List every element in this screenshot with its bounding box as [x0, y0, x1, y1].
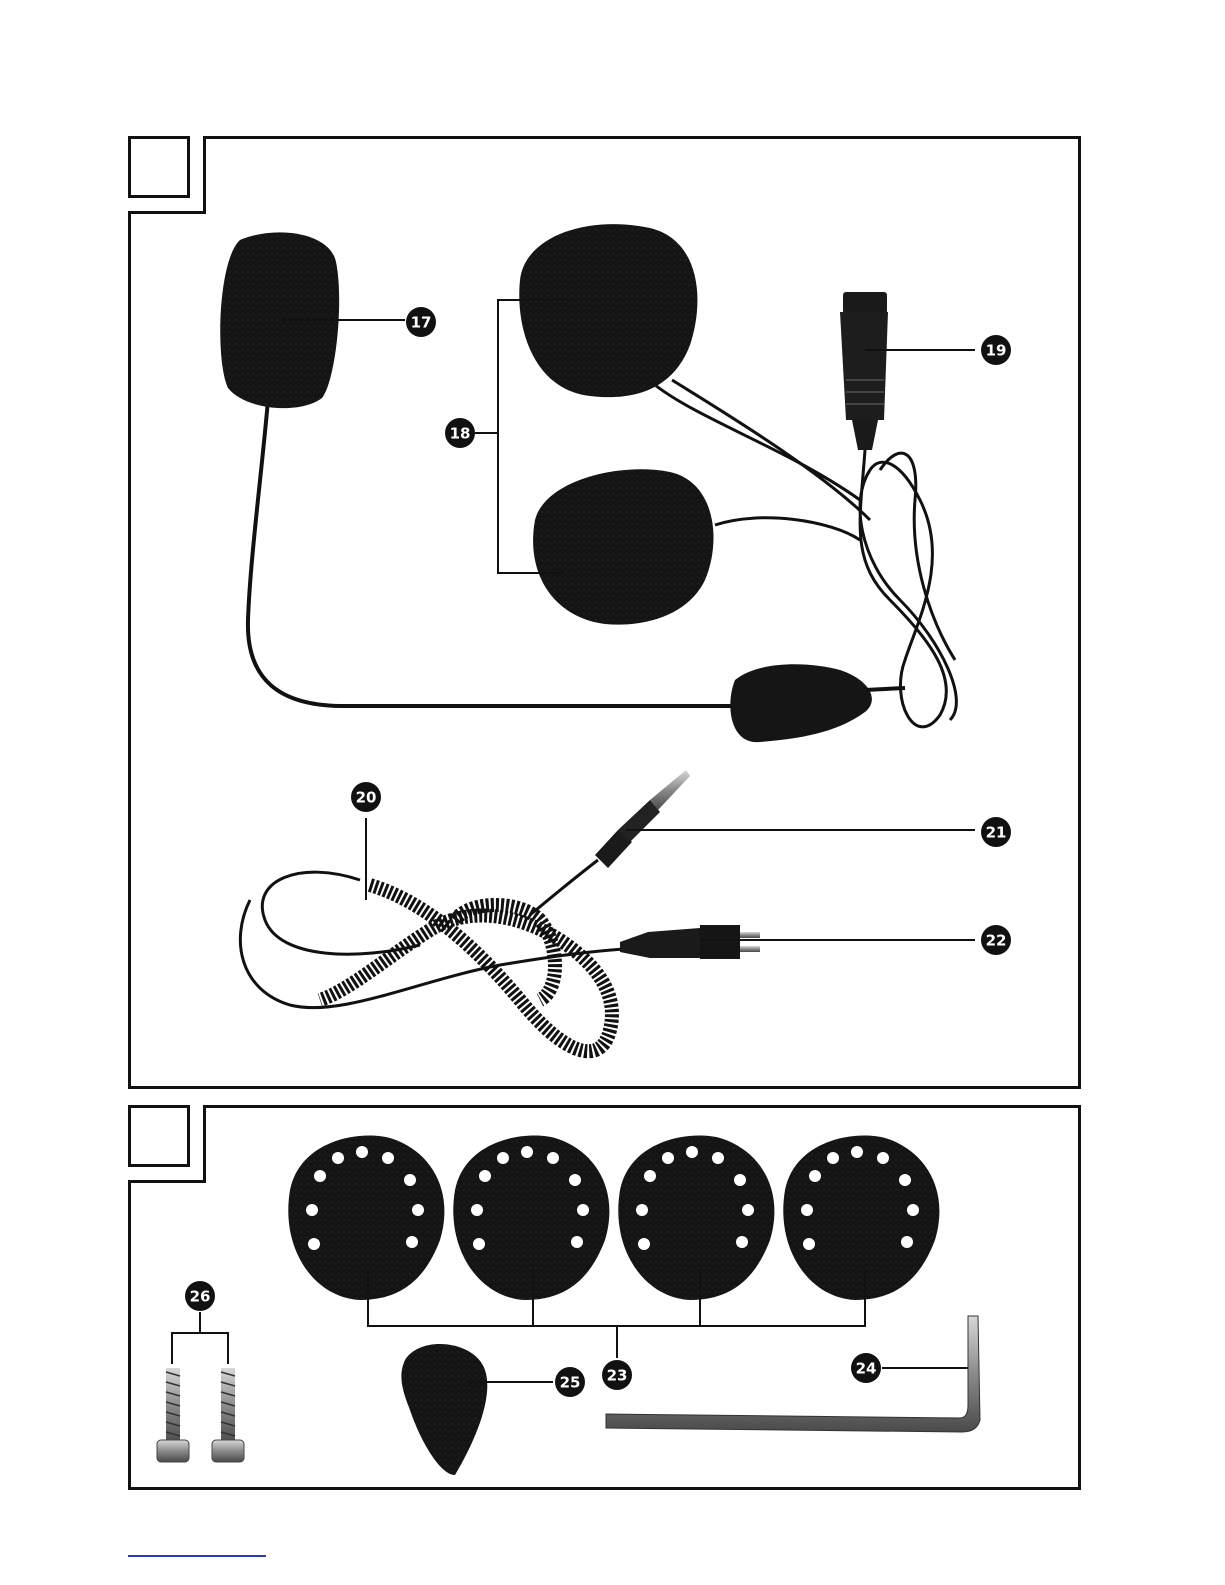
screws-26	[157, 1368, 244, 1462]
pad-hole	[404, 1174, 416, 1186]
pad-hole	[571, 1236, 583, 1248]
pad-hole	[899, 1174, 911, 1186]
pad-hole	[662, 1152, 674, 1164]
pad-hole	[644, 1170, 656, 1182]
pad-hole	[406, 1236, 418, 1248]
pad-hole	[636, 1204, 648, 1216]
pad-hole	[901, 1236, 913, 1248]
jack-plug-21	[595, 770, 690, 868]
callout-23-label: 23	[607, 1367, 628, 1385]
callout-26: 26	[185, 1281, 215, 1311]
callout-25-label: 25	[560, 1374, 581, 1392]
callout-18-label: 18	[450, 425, 471, 443]
screw-left	[157, 1368, 189, 1462]
pad-hole	[877, 1152, 889, 1164]
speakers-18	[519, 224, 870, 625]
pad-hole	[907, 1204, 919, 1216]
callout-21-label: 21	[986, 824, 1007, 842]
pad-hole	[412, 1204, 424, 1216]
pad-hole	[356, 1146, 368, 1158]
pad-hole	[382, 1152, 394, 1164]
callout-20: 20	[351, 782, 381, 812]
pad-hole	[332, 1152, 344, 1164]
pad-hole	[521, 1146, 533, 1158]
callout-17: 17	[406, 307, 436, 337]
pad-hole	[577, 1204, 589, 1216]
pad-hole	[314, 1170, 326, 1182]
callout-20-label: 20	[356, 789, 377, 807]
pad-3	[618, 1136, 774, 1300]
footer-link-underline[interactable]	[128, 1555, 266, 1557]
pad-4	[783, 1136, 939, 1300]
pad-hole	[308, 1238, 320, 1250]
callout-19-label: 19	[986, 342, 1007, 360]
pad-hole	[851, 1146, 863, 1158]
pad-hole	[686, 1146, 698, 1158]
connector-22	[620, 925, 760, 959]
pad-2	[453, 1136, 609, 1300]
speaker-upper-icon	[519, 224, 697, 397]
callout-21: 21	[981, 817, 1011, 847]
callout-22-label: 22	[986, 932, 1007, 950]
3.5mm-jack-icon	[650, 770, 690, 810]
pad-hole	[712, 1152, 724, 1164]
pad-hole	[547, 1152, 559, 1164]
pad-hole	[306, 1204, 318, 1216]
callout-24: 24	[851, 1353, 881, 1383]
callout-17-label: 17	[411, 314, 432, 332]
pad-hole	[569, 1174, 581, 1186]
pad-hole	[801, 1204, 813, 1216]
pad-hole	[809, 1170, 821, 1182]
allen-key-24	[606, 1316, 980, 1432]
callout-23: 23	[602, 1360, 632, 1390]
speaker-lower-icon	[533, 469, 713, 624]
pad-hole	[471, 1204, 483, 1216]
small-mic-foam-25	[401, 1344, 487, 1475]
pad-hole	[827, 1152, 839, 1164]
pad-1	[288, 1136, 444, 1300]
pad-hole	[473, 1238, 485, 1250]
pad-hole	[736, 1236, 748, 1248]
callout-25: 25	[555, 1367, 585, 1397]
callout-18: 18	[445, 418, 475, 448]
pad-hole	[742, 1204, 754, 1216]
coiled-cable-20	[240, 860, 640, 1051]
pad-hole	[734, 1174, 746, 1186]
callout-19: 19	[981, 335, 1011, 365]
pad-hole	[803, 1238, 815, 1250]
pad-hole	[479, 1170, 491, 1182]
screw-right	[212, 1368, 244, 1462]
callout-22: 22	[981, 925, 1011, 955]
callout-24-label: 24	[856, 1360, 877, 1378]
pad-hole	[638, 1238, 650, 1250]
pad-hole	[497, 1152, 509, 1164]
callout-26-label: 26	[190, 1288, 211, 1306]
inline-control-pod	[730, 664, 905, 742]
